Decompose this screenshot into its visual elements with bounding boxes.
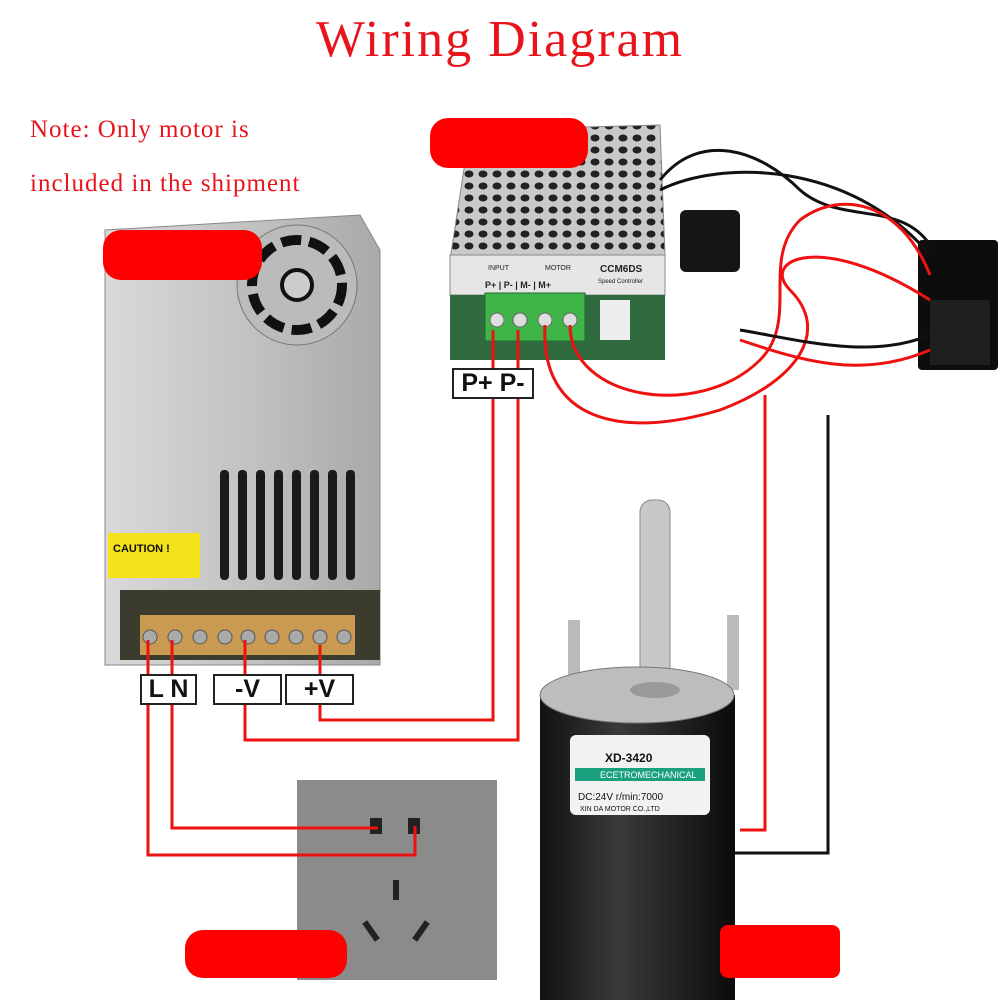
- power-supply: CAUTION !: [104, 214, 381, 666]
- motor-label: MOTOR: [545, 265, 571, 272]
- terminal-label-p: P+ P-: [452, 368, 534, 399]
- redaction-box: [720, 925, 840, 978]
- redaction-box: [103, 230, 262, 280]
- motor-band: ECETROMECHANICAL: [600, 770, 697, 780]
- redaction-box: [430, 118, 588, 168]
- dc-motor: XD-3420 ECETROMECHANICAL DC:24V r/min:70…: [539, 499, 739, 1000]
- terminal-label-ln: L N: [140, 674, 197, 705]
- input-label: INPUT: [488, 265, 510, 272]
- note-line-1: Note: Only motor is: [30, 116, 250, 143]
- redaction-box: [185, 930, 347, 978]
- speed-controller: CCM6DS Speed Controller INPUT MOTOR P+ |…: [449, 124, 666, 360]
- controller-subtitle: Speed Controller: [598, 279, 643, 285]
- controller-model: CCM6DS: [600, 264, 643, 275]
- motor-spec: DC:24V r/min:7000: [578, 792, 663, 803]
- terminal-label-neg-v: -V: [213, 674, 282, 705]
- terminal-row: P+ | P- | M- | M+: [485, 280, 551, 290]
- caution-label: CAUTION !: [113, 543, 170, 555]
- note-line-2: included in the shipment: [30, 170, 301, 197]
- diagram-title: Wiring Diagram: [315, 11, 685, 68]
- motor-model: XD-3420: [605, 751, 653, 765]
- motor-maker: XIN DA MOTOR CO.,LTD: [580, 806, 660, 813]
- speed-knob: [680, 210, 740, 272]
- rocker-switch: [918, 240, 998, 370]
- terminal-label-pos-v: +V: [285, 674, 354, 705]
